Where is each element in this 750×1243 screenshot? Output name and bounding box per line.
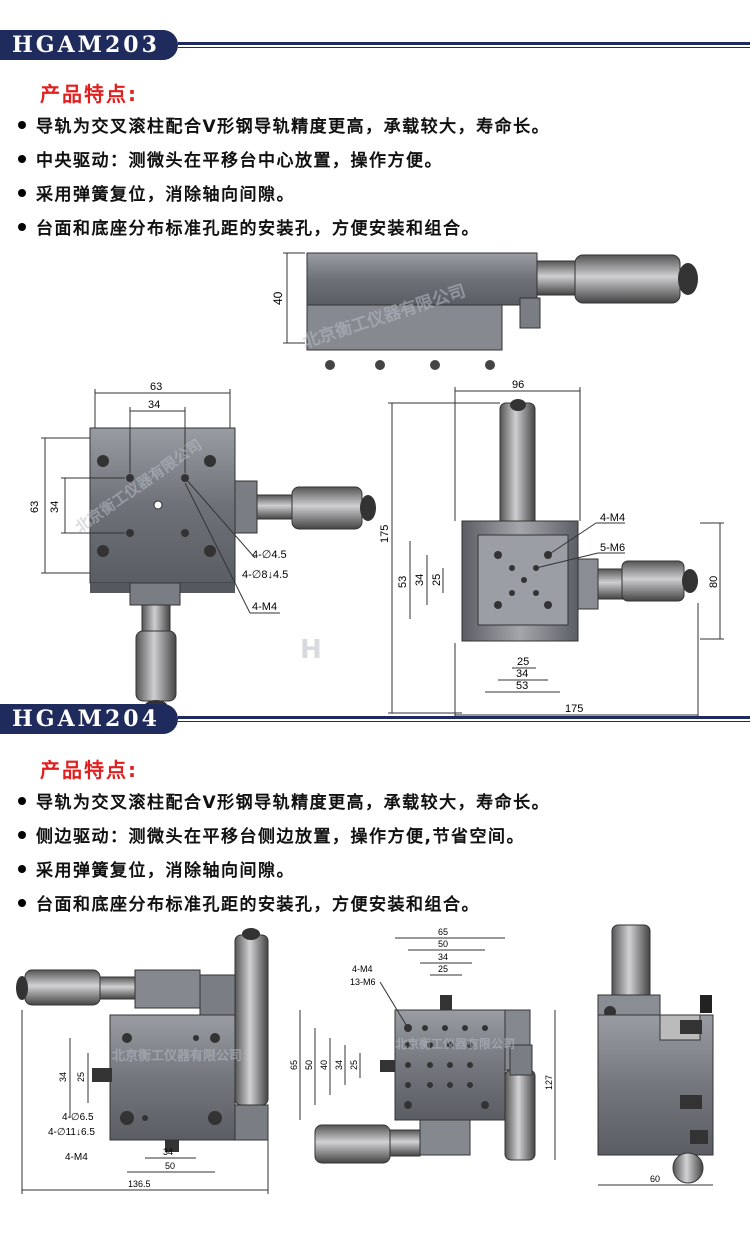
model-title: HGAM204: [0, 704, 178, 734]
label-mid-thread-a: 4-M4: [352, 964, 373, 974]
watermark-text: 北京衡工仪器有限公司: [395, 1036, 515, 1051]
feature-item: 采用弹簧复位，消除轴向间隙。: [18, 856, 295, 881]
dim-mid-25: 25: [438, 964, 448, 974]
bullet-icon: [18, 797, 26, 805]
dim-mid-v34: 34: [334, 1060, 344, 1070]
label-thread: 4-M4: [65, 1152, 88, 1163]
feature-item: 中央驱动：测微头在平移台中心放置，操作方便。: [18, 146, 443, 171]
feature-item: 采用弹簧复位，消除轴向间隙。: [18, 180, 295, 205]
dim-right-height: 175: [379, 525, 391, 543]
features-title: 产品特点:: [40, 82, 138, 106]
dim-mid-v65: 65: [289, 1060, 299, 1070]
dim-mid-v25: 25: [349, 1060, 359, 1070]
bullet-icon: [18, 899, 26, 907]
dim-side-height: 40: [271, 291, 285, 305]
header-rule: [178, 42, 750, 45]
section-hgam204: HGAM204 产品特点: 导轨为交叉滚柱配合V形钢导轨精度更高，承载较大，寿命…: [0, 702, 750, 1243]
label-hole-b: 4-∅8↓4.5: [242, 569, 288, 581]
header-rule: [178, 716, 750, 719]
bullet-icon: [18, 223, 26, 231]
top-view: 63 34 63 34 4-∅4.5 4-∅8↓4.5 4-M4 北京衡工仪器有…: [29, 381, 376, 714]
dim-top-width: 63: [150, 381, 162, 393]
dim-right-width: 96: [512, 379, 524, 391]
label-right-thread-b: 5-M6: [600, 542, 625, 554]
dim-left-hole-spacing: 34: [49, 501, 61, 513]
dim-mid-v50: 50: [304, 1060, 314, 1070]
dim-right-h3: 53: [516, 680, 528, 692]
brand-mark-icon: H: [300, 635, 322, 665]
technical-drawing-hgam204: 34 25 4-∅6.5 4-∅11↓6.5 4-M4 34 50 136.5 …: [16, 924, 714, 1194]
dim-top-hole-spacing: 34: [148, 399, 160, 411]
feature-item: 台面和底座分布标准孔距的安装孔，方便安装和组合。: [18, 890, 480, 915]
bullet-icon: [18, 121, 26, 129]
feature-item: 导轨为交叉滚柱配合V形钢导轨精度更高，承载较大，寿命长。: [18, 112, 550, 137]
dim-left-v: 34: [58, 1072, 68, 1082]
features-title: 产品特点:: [40, 758, 138, 782]
dim-right-v1: 53: [397, 576, 409, 588]
section-hgam203: HGAM203 产品特点: 导轨为交叉滚柱配合V形钢导轨精度更高，承载较大，寿命…: [0, 28, 750, 719]
dim-bottom-50: 50: [165, 1161, 175, 1171]
dim-mid-right: 127: [544, 1075, 554, 1090]
dim-bottom-total: 136.5: [128, 1179, 151, 1189]
section-header: HGAM203: [0, 28, 750, 64]
label-right-thread-a: 4-M4: [600, 512, 625, 524]
label-mid-thread-b: 13-M6: [350, 977, 376, 987]
dim-right-h1: 25: [517, 656, 529, 668]
feature-item: 导轨为交叉滚柱配合V形钢导轨精度更高，承载较大，寿命长。: [18, 788, 550, 813]
dim-left-height: 63: [29, 501, 41, 513]
header-rule-thin: [178, 47, 750, 48]
label-hole-a: 4-∅6.5: [62, 1112, 94, 1123]
dim-right-h2: 34: [516, 668, 528, 680]
dim-right-v3: 25: [431, 574, 443, 586]
feature-item: 侧边驱动：测微头在平移台侧边放置，操作方便,节省空间。: [18, 822, 525, 847]
front-view: 96 175 4-M4 5-M6 80 53 34 25 25 34: [300, 379, 724, 719]
dim-mid-v40: 40: [319, 1060, 329, 1070]
label-hole-a: 4-∅4.5: [252, 549, 287, 561]
dim-mid-65: 65: [438, 927, 448, 937]
label-hole-b: 4-∅11↓6.5: [48, 1127, 95, 1138]
section-header: HGAM204: [0, 702, 750, 738]
dim-right-v2: 34: [414, 574, 426, 586]
dim-bottom-34: 34: [163, 1147, 173, 1157]
left-view: 34 25 4-∅6.5 4-∅11↓6.5 4-M4 34 50 136.5 …: [16, 928, 269, 1194]
dim-side-bottom: 60: [650, 1174, 660, 1184]
model-title: HGAM203: [0, 30, 178, 60]
side-view: 40 北京衡工仪器有限公司: [271, 252, 698, 370]
bullet-icon: [18, 189, 26, 197]
label-thread-a: 4-M4: [252, 601, 277, 613]
bullet-icon: [18, 155, 26, 163]
dim-left-v2: 25: [76, 1072, 86, 1082]
watermark-text: 北京衡工仪器有限公司: [112, 1048, 242, 1064]
middle-view: 65 50 34 25 4-M4 13-M6 65 50 40 34 25 12…: [289, 927, 556, 1164]
feature-item: 台面和底座分布标准孔距的安装孔，方便安装和组合。: [18, 214, 480, 239]
bullet-icon: [18, 831, 26, 839]
header-rule-thin: [178, 721, 750, 722]
dim-right-side: 80: [708, 576, 720, 588]
side-view-2: 60: [597, 924, 714, 1186]
dim-right-bottom: 175: [565, 703, 583, 715]
dim-mid-34: 34: [438, 952, 448, 962]
dim-mid-50: 50: [438, 939, 448, 949]
technical-drawing-hgam203: 40 北京衡工仪器有限公司 63 34: [29, 252, 724, 719]
bullet-icon: [18, 865, 26, 873]
